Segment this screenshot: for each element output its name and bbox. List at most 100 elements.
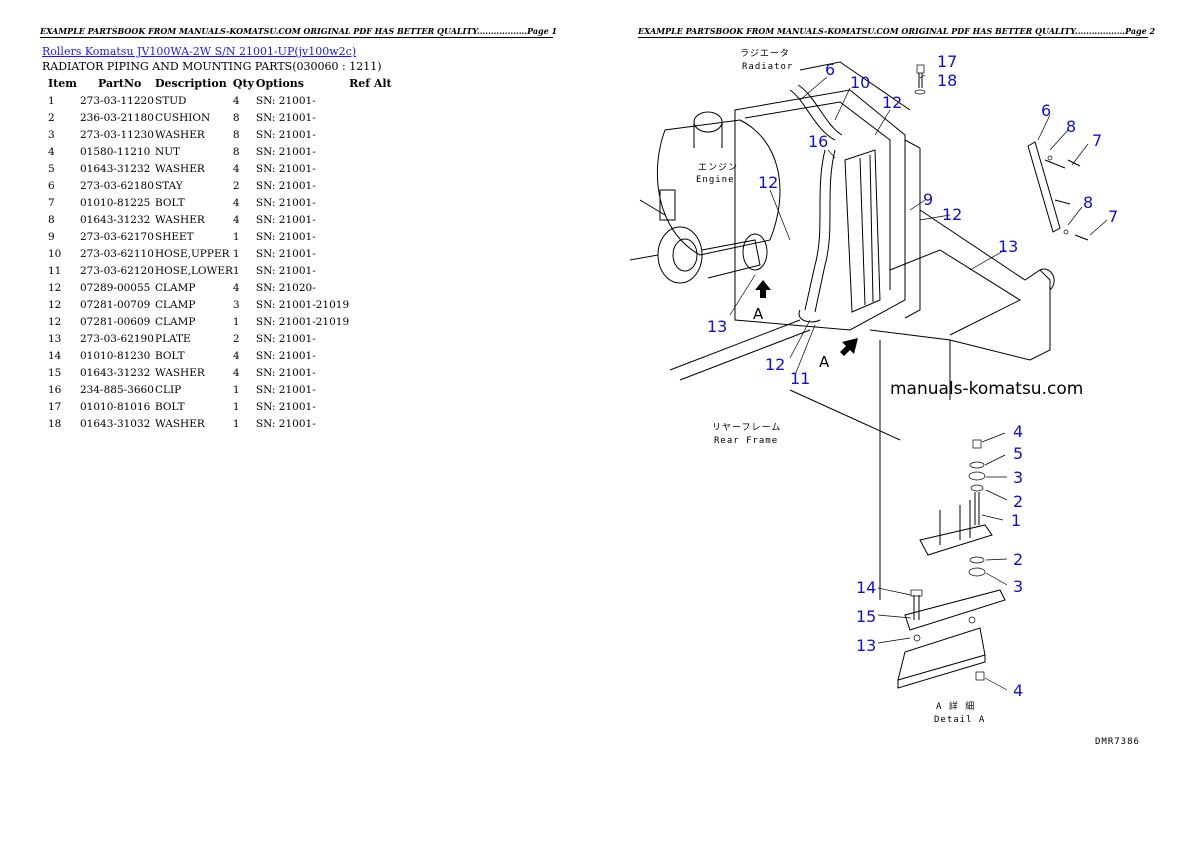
col-options-header: Options [255, 76, 304, 90]
engine-label-jp: エンジン [698, 163, 738, 173]
cell-options: SN: 21001- [255, 162, 316, 175]
cell-refalt [349, 92, 399, 109]
cell-item: 14 [48, 349, 62, 362]
cell-partno: 273-03-62170 [80, 230, 154, 243]
cell-options: SN: 21001- [255, 230, 316, 243]
cell-qty: 8 [232, 128, 240, 141]
cell-partno: 273-03-62120 [80, 264, 154, 277]
cell-options: SN: 21001- [255, 417, 316, 430]
cell-qty: 4 [232, 196, 240, 209]
cell-refalt [349, 364, 399, 381]
cell-description: WASHER [155, 162, 205, 175]
callout-10: 10 [850, 73, 870, 92]
cell-description: STUD [155, 94, 187, 107]
cell-partno: 01010-81225 [80, 196, 151, 209]
cell-refalt [349, 398, 399, 415]
cell-qty: 4 [232, 162, 240, 175]
cell-options: SN: 21001- [255, 128, 316, 141]
model-title-link[interactable]: Rollers Komatsu JV100WA-2W S/N 21001-UP(… [42, 45, 357, 58]
cell-options: SN: 21001- [255, 400, 316, 413]
cell-refalt [349, 194, 399, 211]
hose-drawing [789, 84, 843, 323]
cell-partno: 273-03-62180 [80, 179, 154, 192]
cell-options: SN: 21001- [255, 196, 316, 209]
callout-1: 1 [1011, 511, 1021, 530]
radiator-label: Radiator [742, 62, 793, 72]
callout-3: 3 [1013, 577, 1023, 596]
radiator-label-jp: ラジエータ [740, 48, 790, 59]
detail-a-label: Detail A [934, 715, 985, 725]
col-item-header: Item [48, 76, 77, 90]
cell-options: SN: 21001- [255, 383, 316, 396]
cell-item: 7 [48, 196, 55, 209]
cell-refalt [349, 126, 399, 143]
cell-partno: 07281-00709 [80, 298, 151, 311]
cell-item: 15 [48, 366, 62, 379]
col-partno-header: PartNo [98, 76, 142, 90]
cell-description: HOSE,UPPER [155, 247, 230, 260]
cell-item: 9 [48, 230, 55, 243]
cell-description: HOSE,LOWER [155, 264, 233, 277]
callout-17: 17 [937, 52, 957, 71]
cell-description: STAY [155, 179, 183, 192]
cell-item: 2 [48, 111, 55, 124]
cell-refalt [349, 177, 399, 194]
rear-frame-label-jp: リヤーフレーム [712, 422, 781, 433]
page-1-header: EXAMPLE PARTSBOOK FROM MANUALS-KOMATSU.C… [40, 26, 558, 38]
parts-table: Item PartNo Description Qty Options Ref … [42, 76, 399, 432]
view-arrow-a-up [755, 280, 771, 298]
cell-item: 18 [48, 417, 62, 430]
cell-partno: 234-885-3660 [80, 383, 154, 396]
cell-item: 8 [48, 213, 55, 226]
detail-a-drawing [897, 439, 1006, 689]
cell-partno: 01010-81016 [80, 400, 151, 413]
callout-11: 11 [790, 369, 810, 388]
cell-options: SN: 21001- [255, 94, 316, 107]
cell-options: SN: 21001-21019 [255, 315, 350, 328]
callout-13: 13 [707, 317, 727, 336]
parts-diagram: 17 18 6 10 12 16 12 9 12 13 13 12 11 6 8… [629, 48, 1139, 747]
cell-description: WASHER [155, 417, 205, 430]
cell-options: SN: 21001- [255, 332, 316, 345]
cell-item: 10 [48, 247, 62, 260]
parts-table-header: Item PartNo Description Qty Options Ref … [42, 76, 399, 92]
cell-description: NUT [155, 145, 181, 158]
cell-options: SN: 21001- [255, 264, 316, 277]
cell-description: WASHER [155, 128, 205, 141]
rear-frame-drawing [669, 209, 1055, 600]
cell-description: BOLT [155, 400, 185, 413]
cell-partno: 01580-11210 [80, 145, 151, 158]
cell-qty: 1 [232, 247, 240, 260]
callout-5: 5 [1013, 444, 1023, 463]
cell-item: 12 [48, 298, 62, 311]
cell-options: SN: 21001- [255, 366, 316, 379]
cell-refalt [349, 211, 399, 228]
cell-qty: 1 [232, 383, 240, 396]
callout-14: 14 [856, 578, 876, 597]
cell-refalt [349, 415, 399, 432]
callout-2: 2 [1013, 550, 1023, 569]
cell-qty: 2 [232, 179, 240, 192]
cell-qty: 4 [232, 281, 240, 294]
cell-item: 12 [48, 315, 62, 328]
cell-options: SN: 21001-21019 [255, 298, 350, 311]
cell-refalt [349, 296, 399, 313]
cell-options: SN: 21001- [255, 349, 316, 362]
callout-16: 16 [808, 132, 828, 151]
callout-7: 7 [1092, 131, 1102, 150]
cell-qty: 3 [232, 298, 240, 311]
cell-qty: 4 [232, 94, 240, 107]
cell-item: 17 [48, 400, 62, 413]
cell-qty: 1 [232, 230, 240, 243]
callout-15: 15 [856, 607, 876, 626]
cell-refalt [349, 347, 399, 364]
cell-description: SHEET [155, 230, 194, 243]
leader-lines [729, 74, 1108, 691]
detail-a-label-jp: A 詳 細 [936, 700, 975, 712]
cell-partno: 07281-00609 [80, 315, 151, 328]
